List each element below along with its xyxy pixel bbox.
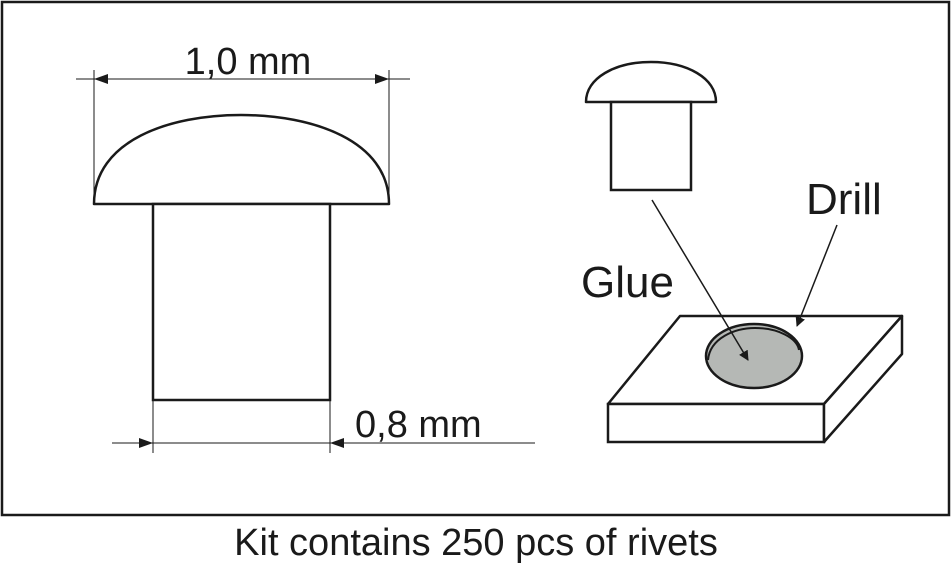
shank-diameter-label: 0,8 mm xyxy=(355,404,482,446)
head-diameter-label: 1,0 mm xyxy=(185,41,312,83)
drill-callout: Drill xyxy=(795,175,882,327)
shank-diameter-dimension: 0,8 mm xyxy=(112,400,535,453)
glue-label: Glue xyxy=(581,258,674,307)
drill-label: Drill xyxy=(806,175,882,224)
rivet-head xyxy=(92,113,391,206)
plate-side xyxy=(822,314,904,444)
plate xyxy=(606,314,904,444)
glue-callout: Glue xyxy=(581,199,749,361)
head-diameter-dimension: 1,0 mm xyxy=(76,41,410,200)
kit-caption: Kit contains 250 pcs of rivets xyxy=(234,522,718,564)
drill-hole-inner-edge xyxy=(707,326,800,361)
small-rivet-head xyxy=(584,60,718,104)
small-rivet-shank xyxy=(609,100,693,192)
rivet-shank xyxy=(151,202,332,402)
drill-hole xyxy=(704,322,804,390)
drill-arrow xyxy=(795,224,838,327)
glue-arrow xyxy=(651,199,749,361)
small-rivet xyxy=(584,60,718,192)
plate-front xyxy=(606,402,826,444)
large-rivet xyxy=(92,113,391,402)
